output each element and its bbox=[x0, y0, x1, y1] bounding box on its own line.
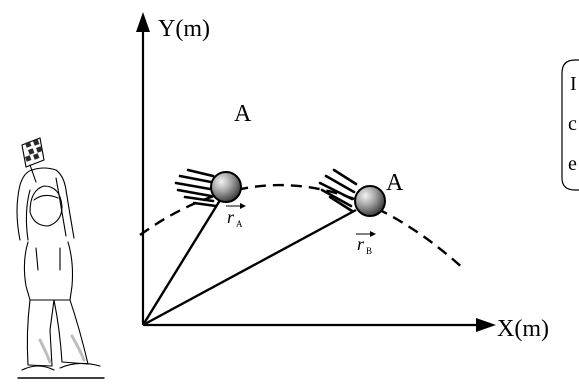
y-axis bbox=[136, 12, 150, 325]
svg-text:B: B bbox=[366, 246, 372, 256]
svg-text:r: r bbox=[227, 207, 235, 227]
motion-streaks-a bbox=[174, 168, 218, 208]
checkered-flag-icon bbox=[21, 137, 45, 183]
svg-text:A: A bbox=[236, 219, 243, 229]
point-a-label: A bbox=[234, 101, 252, 127]
vector-label-b: r B bbox=[356, 231, 376, 256]
motion-streaks-b bbox=[318, 168, 358, 213]
ball-a bbox=[210, 171, 242, 203]
svg-text:r: r bbox=[357, 234, 365, 254]
x-axis bbox=[143, 318, 496, 332]
note-box: I c e bbox=[561, 59, 579, 191]
note-line-2: c bbox=[568, 113, 577, 135]
position-vector-a bbox=[141, 196, 224, 326]
vector-label-a: r A bbox=[226, 203, 246, 229]
person-with-flag-illustration bbox=[16, 137, 105, 379]
x-axis-arrowhead bbox=[476, 318, 496, 332]
y-axis-arrowhead bbox=[136, 12, 150, 32]
note-line-3: e bbox=[568, 153, 577, 175]
point-b-label: A bbox=[386, 170, 404, 196]
ball-b bbox=[354, 185, 386, 217]
note-line-1: I bbox=[570, 73, 577, 95]
trajectory-curve bbox=[139, 183, 466, 271]
position-vector-b bbox=[142, 208, 357, 327]
x-axis-label: X(m) bbox=[497, 316, 549, 342]
y-axis-label: Y(m) bbox=[158, 16, 210, 42]
